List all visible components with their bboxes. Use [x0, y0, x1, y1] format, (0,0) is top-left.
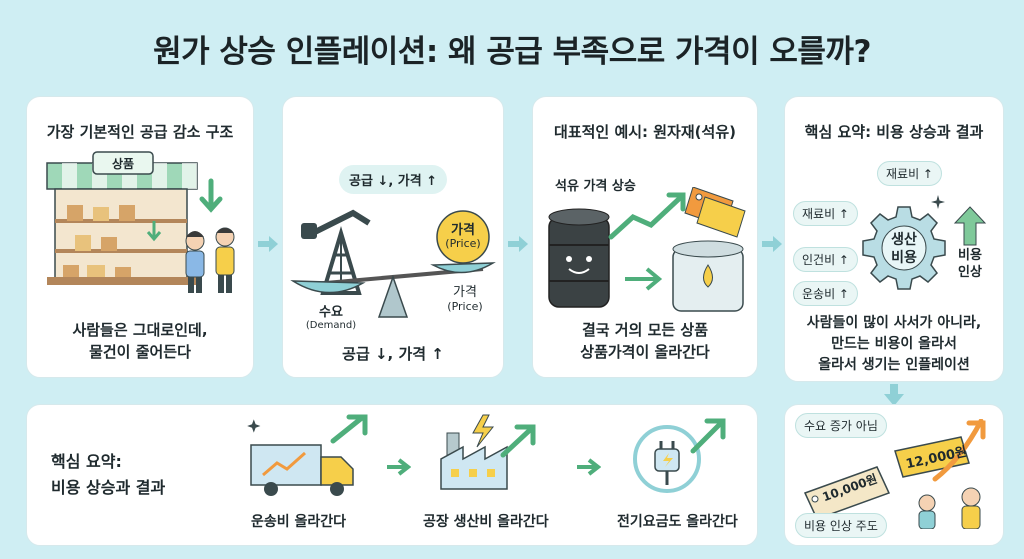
- panel-heading: 가장 기본적인 공급 감소 구조: [46, 123, 234, 141]
- truck-icon: [247, 414, 368, 496]
- flow-arrow-icon: [387, 458, 411, 476]
- coin-price-en: (Price): [445, 237, 481, 250]
- panel-oil-example: 대표적인 예시: 원자재(석유) 석유 가격 상승 결국 거의 모든 상품 상품…: [532, 96, 758, 378]
- price-side-en: (Price): [447, 300, 483, 313]
- flow-arrow-icon: [577, 458, 601, 476]
- coin-price-label: 가격: [451, 223, 475, 238]
- panel-caption: 사람들이 많이 사서가 아니라, 만드는 비용이 올라서 올라서 생기는 인플레…: [785, 313, 1003, 376]
- gear-icon: [862, 206, 946, 290]
- transport-cost-label: 운송비 올라간다: [251, 514, 347, 530]
- caption-line: 결국 거의 모든 상품: [581, 321, 709, 339]
- price-side-ko: 가격: [453, 285, 477, 300]
- labor-cost-pill: 인건비 ↑: [793, 247, 858, 272]
- gear-label-line: 생산: [891, 232, 917, 248]
- panel-caption: 결국 거의 모든 상품 상품가격이 올라간다: [533, 319, 757, 363]
- panel-heading: 대표적인 예시: 원자재(석유): [554, 123, 736, 141]
- panel-caption: 사람들은 그대로인데, 물건이 줄어든다: [27, 319, 253, 363]
- panel-supply-structure: 가장 기본적인 공급 감소 구조: [26, 96, 254, 378]
- panel-price-result: 수요 증가 아님 10,000원 12,000원 비용 인상 주도: [784, 404, 1004, 546]
- flow-arrow-icon: [762, 236, 782, 252]
- shop-illustration: [46, 151, 235, 293]
- rise-arrow-icon: [953, 206, 987, 246]
- down-arrow-icon: [884, 384, 904, 406]
- flow-arrow-icon: [258, 236, 278, 252]
- gear-label: 생산 비용: [879, 231, 929, 267]
- factory-icon: [440, 414, 536, 490]
- summary-line: 비용 상승과 결과: [51, 478, 166, 497]
- factory-cost-label: 공장 생산비 올라간다: [423, 514, 549, 530]
- panel-supply-demand: 공급 ↓, 가격 ↑ 가격 (Price) 수요 (Demand) 가격 (Pr…: [282, 96, 504, 378]
- caption-line: 사람들은 그대로인데,: [72, 321, 208, 339]
- sparkle-icon: [931, 195, 945, 209]
- panel-heading: 핵심 요약: 비용 상승과 결과: [804, 123, 984, 141]
- transport-cost-pill: 운송비 ↑: [793, 281, 858, 306]
- caption-line: 물건이 줄어든다: [89, 343, 191, 361]
- cost-driven-pill: 비용 인상 주도: [795, 513, 887, 538]
- flow-arrow-icon: [508, 236, 528, 252]
- material-cost-pill: 재료비 ↑: [877, 161, 942, 186]
- demand-label: 수요 (Demand): [291, 301, 371, 331]
- price-tags-illustration: [803, 419, 986, 529]
- shop-sign: 상품: [111, 157, 135, 171]
- summary-line: 핵심 요약:: [51, 452, 122, 471]
- caption-line: 올라서 생기는 인플레이션: [818, 357, 970, 373]
- page-title: 원가 상승 인플레이션: 왜 공급 부족으로 가격이 오를까?: [153, 34, 871, 70]
- rise-label-line: 비용: [958, 248, 982, 263]
- caption-line: 상품가격이 올라간다: [580, 343, 710, 361]
- rise-label: 비용 인상: [949, 247, 991, 281]
- demand-label-ko: 수요: [319, 305, 343, 320]
- rise-label-line: 인상: [958, 265, 982, 280]
- panel-caption: 공급 ↓, 가격 ↑: [342, 345, 444, 363]
- caption-line: 사람들이 많이 사서가 아니라,: [806, 315, 982, 331]
- summary-heading: 핵심 요약: 비용 상승과 결과: [51, 449, 165, 501]
- demand-label-en: (Demand): [305, 320, 357, 331]
- oil-rig-scale-illustration: [290, 209, 496, 318]
- power-plug-icon: [633, 418, 726, 493]
- panel-bottom-summary: 핵심 요약: 비용 상승과 결과 운송비 올라간다 공장 생산비 올라간다 전기…: [26, 404, 758, 546]
- oil-barrel-illustration: [548, 187, 746, 312]
- material-cost-pill: 재료비 ↑: [793, 201, 858, 226]
- price-side-label: 가격 (Price): [435, 281, 495, 313]
- gear-label-line: 비용: [891, 250, 917, 266]
- not-demand-pill: 수요 증가 아님: [795, 413, 887, 438]
- caption-line: 만드는 비용이 올라서: [831, 336, 957, 352]
- oil-price-label: 석유 가격 상승: [555, 179, 636, 194]
- supply-price-pill: 공급 ↓, 가격 ↑: [339, 165, 448, 194]
- panel-cost-summary: 핵심 요약: 비용 상승과 결과 재료비 ↑ 재료비 ↑ 인건비 ↑ 운송비 ↑…: [784, 96, 1004, 382]
- electricity-cost-label: 전기요금도 올라간다: [617, 514, 738, 530]
